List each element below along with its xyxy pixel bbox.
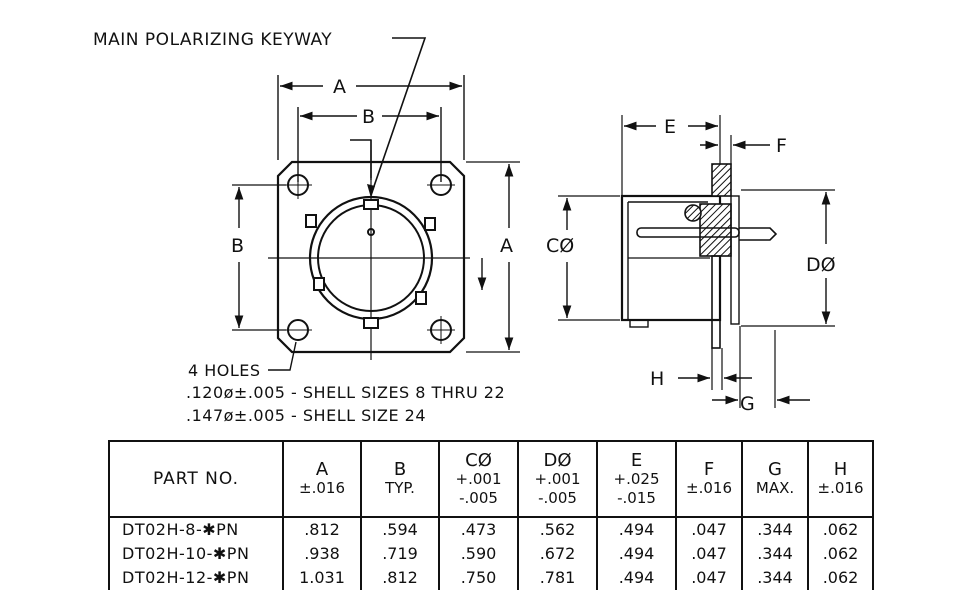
header-a: A±.016 — [282, 440, 362, 518]
cell-e: .494 — [596, 566, 677, 590]
holes-note-line1: .120ø±.005 - SHELL SIZES 8 THRU 22 — [186, 383, 505, 402]
keyway-note: MAIN POLARIZING KEYWAY — [93, 30, 332, 50]
cell-f: .047 — [675, 566, 743, 590]
contact-tip — [739, 227, 778, 241]
cell-g: .344 — [741, 516, 809, 542]
main-keyway — [363, 199, 379, 210]
dim-h-label: H — [650, 368, 664, 390]
flange-hatched-top — [711, 163, 732, 197]
table-row: DT02H-8-✱PN .812 .594 .473 .562 .494 .04… — [108, 516, 874, 542]
cell-h: .062 — [807, 516, 874, 542]
keyway-leader — [370, 37, 427, 196]
connector-drawing: MAIN POLARIZING KEYWAY A B — [93, 30, 836, 425]
dim-e-label: E — [664, 116, 676, 138]
cell-h: .062 — [807, 566, 874, 590]
dim-a-top-label: A — [333, 76, 346, 98]
cell-part-no: DT02H-12-✱PN — [108, 566, 284, 590]
cell-f: .047 — [675, 542, 743, 566]
cell-part-no: DT02H-10-✱PN — [108, 542, 284, 566]
header-part-no: PART NO. — [108, 440, 284, 518]
polarizing-key-right — [415, 291, 427, 305]
cell-d: .562 — [517, 516, 598, 542]
cell-e: .494 — [596, 542, 677, 566]
header-c: CØ+.001 -.005 — [438, 440, 519, 518]
dim-f-label: F — [776, 135, 787, 157]
cell-c: .473 — [438, 516, 519, 542]
front-view: MAIN POLARIZING KEYWAY A B — [93, 30, 520, 425]
holes-leader — [268, 341, 297, 371]
cell-d: .781 — [517, 566, 598, 590]
cell-e: .494 — [596, 516, 677, 542]
holes-note-line2: .147ø±.005 - SHELL SIZE 24 — [186, 406, 426, 425]
dim-b-left-label: B — [231, 235, 244, 257]
bayonet-tab-bottom — [363, 317, 379, 329]
o-ring — [684, 204, 702, 222]
bayonet-tab-right — [424, 217, 436, 231]
cell-c: .590 — [438, 542, 519, 566]
cell-part-no: DT02H-8-✱PN — [108, 516, 284, 542]
dim-d-label: DØ — [806, 254, 836, 276]
cell-a: .812 — [282, 516, 362, 542]
flange-hatched-mid — [699, 203, 732, 257]
cell-a: 1.031 — [282, 566, 362, 590]
side-view: E F CØ DØ — [546, 115, 836, 415]
flange-thin — [711, 255, 721, 349]
keyway-callout — [350, 139, 372, 178]
cell-b: .594 — [360, 516, 440, 542]
cell-g: .344 — [741, 542, 809, 566]
cell-d: .672 — [517, 542, 598, 566]
dim-b-top-label: B — [362, 106, 375, 128]
dim-g-label: G — [740, 393, 755, 415]
polarizing-key-left — [313, 277, 325, 291]
header-d: DØ+.001 -.005 — [517, 440, 598, 518]
cell-a: .938 — [282, 542, 362, 566]
holes-note-title: 4 HOLES — [188, 361, 261, 380]
bottom-key — [629, 319, 649, 328]
cell-b: .812 — [360, 566, 440, 590]
cell-g: .344 — [741, 566, 809, 590]
cell-c: .750 — [438, 566, 519, 590]
table-row: DT02H-10-✱PN .938 .719 .590 .672 .494 .0… — [108, 542, 874, 566]
cell-b: .719 — [360, 542, 440, 566]
header-e: E+.025 -.015 — [596, 440, 677, 518]
flange-outline — [276, 160, 466, 354]
cell-h: .062 — [807, 542, 874, 566]
table-row: DT02H-12-✱PN 1.031 .812 .750 .781 .494 .… — [108, 566, 874, 590]
header-f: F±.016 — [675, 440, 743, 518]
center-pin — [367, 228, 375, 236]
bayonet-tab-left — [305, 214, 317, 228]
header-h: H±.016 — [807, 440, 874, 518]
dim-a-right-label: A — [500, 235, 513, 257]
dim-c-label: CØ — [546, 235, 574, 257]
rear-nut — [730, 195, 740, 325]
cell-f: .047 — [675, 516, 743, 542]
